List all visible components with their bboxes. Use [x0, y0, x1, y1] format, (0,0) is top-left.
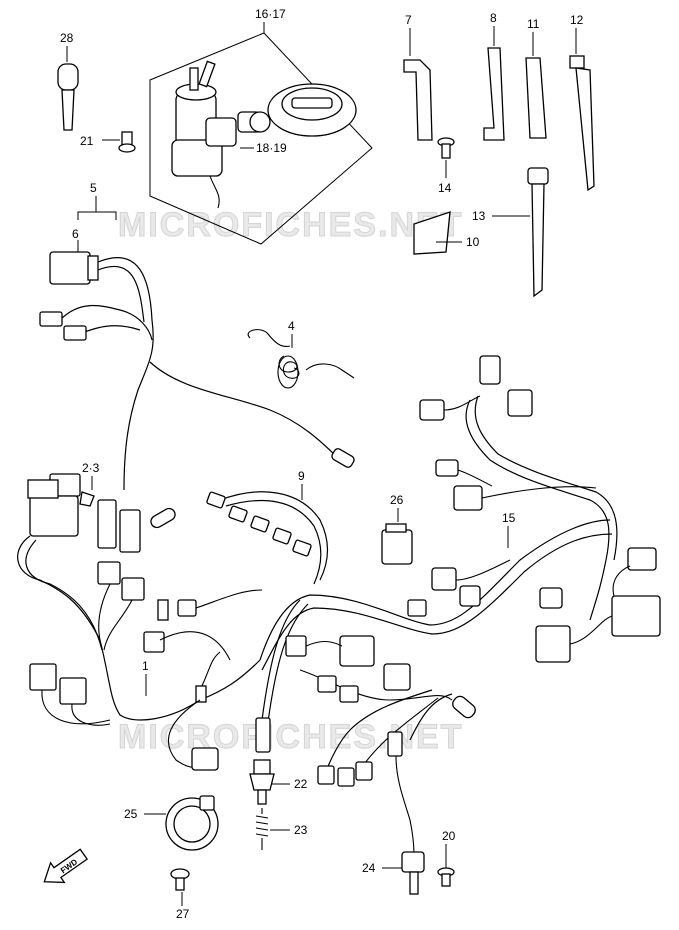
connector-1i	[339, 635, 375, 667]
clamp-11-body	[525, 57, 547, 139]
connector-21-side	[255, 717, 271, 753]
callout-20: 21	[80, 134, 94, 148]
callout-10: 10	[466, 235, 480, 249]
spring-4	[247, 329, 355, 389]
bolt-26	[170, 868, 190, 906]
key-part	[57, 46, 79, 131]
callout-28: 28	[60, 31, 74, 45]
lock-set-box	[149, 32, 373, 245]
screw-14-shank	[441, 143, 451, 159]
cable-tie-13	[492, 167, 549, 298]
fuel-cap-key-slot	[291, 97, 333, 109]
callout-14: 14	[438, 181, 452, 195]
ignition-key-2	[198, 60, 216, 88]
screw-20-head	[118, 143, 136, 153]
callout-12: 12	[570, 13, 584, 27]
clamp-7	[403, 28, 433, 141]
callout-6: 6	[72, 227, 79, 241]
callout-13: 13	[472, 209, 486, 223]
horn-25	[144, 795, 219, 851]
callout-27: 26	[390, 493, 404, 507]
spring-22	[255, 808, 290, 850]
callout-4: 4	[288, 319, 295, 333]
relay-27	[381, 508, 413, 565]
callout-18-19: 18·19	[256, 141, 287, 155]
connector-15b	[611, 595, 661, 637]
callout-5: 5	[90, 181, 97, 195]
harness-15	[465, 399, 610, 621]
connector-15a	[535, 625, 571, 663]
helmet-lock-face	[249, 111, 271, 133]
clamp-8-body	[483, 47, 505, 141]
cable-tie-13-head	[527, 167, 549, 185]
callout-16-17: 16·17	[255, 7, 286, 21]
seat-lock-body	[205, 117, 237, 147]
ignition-switch-base	[171, 139, 223, 177]
connector-6	[49, 251, 91, 285]
callout-24: 20	[442, 829, 456, 843]
callout-2-3: 2·3	[82, 461, 100, 475]
connector-1c	[97, 499, 117, 549]
callout-21: 22	[294, 777, 308, 791]
sensor-23	[382, 851, 425, 895]
ignition-key	[189, 67, 199, 91]
screw-14	[437, 137, 455, 178]
callout-23: 24	[362, 861, 376, 875]
callout-9: 9	[298, 469, 305, 483]
callout-25: 25	[124, 807, 138, 821]
connector-1a	[29, 663, 57, 691]
cable-tie-12	[569, 28, 595, 192]
sub-harness-5-trunk	[97, 257, 154, 491]
main-harness-trunk-left	[17, 535, 261, 721]
branch-9	[219, 491, 329, 581]
connector-1f	[121, 577, 145, 601]
lock-set-group	[149, 32, 373, 245]
callout-26: 27	[176, 907, 190, 921]
small-connector	[79, 491, 95, 507]
cable-tie-12-head	[569, 55, 585, 69]
ignition-lead	[209, 175, 220, 209]
callout-7: 7	[405, 13, 412, 27]
connector-1g	[150, 507, 176, 529]
spring-4-coil	[247, 329, 355, 379]
key-head	[57, 63, 79, 91]
sub-harness-5	[39, 196, 355, 491]
connector-5b	[63, 325, 87, 341]
main-harness-trunk-right	[259, 519, 611, 661]
connector-1d	[119, 509, 141, 553]
pad-10	[413, 211, 462, 255]
connector-5a	[39, 311, 63, 327]
callout-22: 23	[294, 823, 308, 837]
fwd-arrow-shape	[43, 848, 89, 884]
clamp-8	[483, 26, 505, 141]
screw-20	[102, 131, 136, 153]
connector-5c	[331, 448, 355, 468]
cable-tie-12-strap	[575, 67, 595, 192]
callout-8: 8	[490, 11, 497, 25]
spring-22-coil	[255, 808, 269, 850]
relay-27-body	[381, 529, 413, 565]
key-blade	[61, 89, 75, 131]
watermark-top: MICROFICHES.NET	[118, 206, 463, 244]
main-harness-1	[17, 355, 661, 861]
connector-1e	[97, 561, 121, 585]
connector-1j	[191, 747, 219, 771]
main-connector-left	[29, 495, 79, 537]
connector-1h	[143, 631, 165, 653]
cable-tie-13-strap	[531, 183, 545, 298]
clamp-11	[525, 32, 547, 139]
switch-21	[249, 759, 290, 805]
clamp-7-body	[403, 59, 433, 141]
pad-10-body	[413, 211, 451, 255]
callout-11: 11	[527, 17, 540, 31]
fwd-arrow: FWD	[43, 848, 89, 884]
connector-1b	[59, 677, 87, 705]
callout-1: 1	[142, 659, 149, 673]
callout-15: 15	[502, 511, 516, 525]
bolt-24	[437, 844, 455, 887]
